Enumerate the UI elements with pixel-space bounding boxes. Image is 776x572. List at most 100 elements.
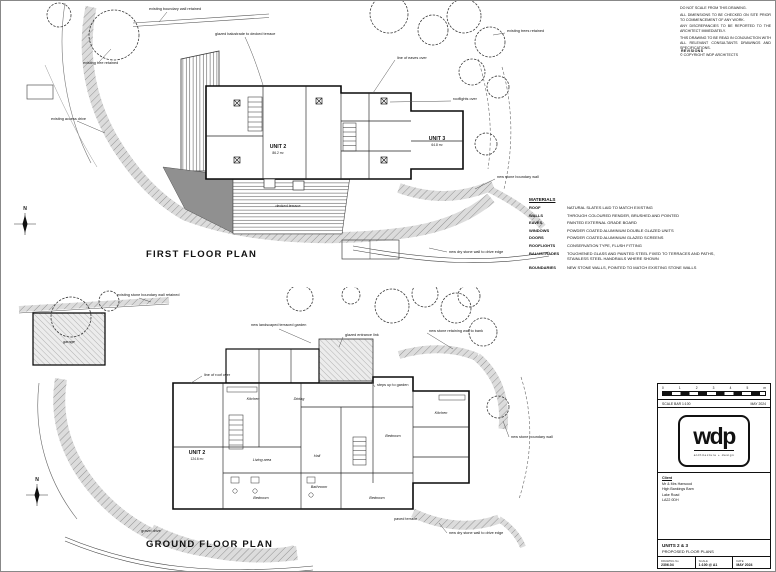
room-label: Bedroom <box>385 434 400 438</box>
material-desc: POWDER COATED ALUMINIUM GLAZED SCREENS <box>567 235 664 241</box>
tree-icon <box>468 317 498 347</box>
ff-boundary-line <box>44 64 98 168</box>
gf-upper-wing-walls <box>258 349 292 383</box>
material-desc: CONSERVATION TYPE, FLUSH FITTING <box>567 242 642 248</box>
material-desc: POWDER COATED ALUMINIUM DOUBLE GLAZED UN… <box>567 227 674 233</box>
wdp-logo: wdp architecture + design <box>678 415 750 468</box>
annotation: new landscaped terraced garden <box>251 323 306 327</box>
gf-courtyard-terrace <box>318 338 374 382</box>
field-label: DATE <box>736 558 744 563</box>
scale-bar-graphic <box>662 390 766 397</box>
first-floor-plan-drawing: UNIT 2 86.2 m² UNIT 3 64.8 m² existing b… <box>14 1 550 263</box>
room-label: Dining <box>294 397 306 401</box>
gf-bottom-boundary <box>64 536 314 571</box>
tree-icon <box>457 287 481 308</box>
client-label: Client <box>662 475 672 480</box>
unit2-label: UNIT 2 <box>189 450 206 456</box>
field-label: SCALE <box>698 558 708 563</box>
gf-building: UNIT 2 124.6 m² Kitchen Dining Living ar… <box>172 348 470 510</box>
gf-stone-wall <box>411 508 501 530</box>
material-label: WALLS <box>529 212 543 218</box>
stair-icon <box>247 96 263 132</box>
gf-top-wall-line <box>18 303 170 314</box>
tree-icon <box>46 2 72 28</box>
field-value: MAY 2024 <box>736 562 753 567</box>
tree-icon <box>411 287 439 308</box>
annotation: existing trees retained <box>507 29 544 33</box>
kitchen-counter-icon <box>226 386 258 393</box>
annotation: new dry stone wall to drive edge <box>449 531 503 535</box>
material-desc: NATURAL SLATES LAID TO MATCH EXISTING <box>567 205 653 210</box>
ff-chimney <box>263 178 276 189</box>
ff-chimney <box>292 180 305 191</box>
rooflight-icon <box>380 156 388 164</box>
ff-building: UNIT 2 86.2 m² UNIT 3 64.8 m² <box>205 85 464 191</box>
gf-garage: garage <box>32 312 106 366</box>
ff-bottom-boundary <box>352 245 550 263</box>
unit3-area: 64.8 m² <box>431 143 443 147</box>
client-block: Client Mr & Mrs Harwood High Bankings Ba… <box>658 472 770 539</box>
annotation: new dry stone wall to drive edge <box>449 250 503 254</box>
unit3-label: UNIT 3 <box>429 136 446 142</box>
tree-icon <box>486 75 510 99</box>
room-label: Living area <box>253 458 272 462</box>
gf-stone-bank <box>473 353 509 430</box>
tree-icon <box>341 287 361 305</box>
annotation: rooflights over <box>453 97 478 101</box>
annotation: existing boundary wall retained <box>149 7 201 11</box>
ff-leader-lines <box>76 11 506 253</box>
field-value: 1:100 @ A1 <box>698 562 718 567</box>
field-scale: SCALE 1:100 @ A1 <box>696 557 734 568</box>
annotation: line of eaves over <box>397 56 427 60</box>
annotation: existing tree retained <box>83 61 118 65</box>
material-desc: THROUGH COLOURED RENDER, BRUSHED AND POI… <box>567 212 680 218</box>
logo-subtitle: architecture + design <box>693 450 735 457</box>
rooflight-icon <box>233 99 241 107</box>
ff-landscape <box>26 2 550 263</box>
scale-unit: m <box>763 386 766 390</box>
annotation: new stone retaining wall to bank <box>429 329 483 333</box>
project-title: UNITS 2 & 3 <box>662 542 689 548</box>
north-arrow-icon: N <box>14 206 36 235</box>
tree-icon <box>88 9 140 61</box>
client-line: Lake Road <box>662 492 680 497</box>
stair-icon <box>228 414 244 450</box>
annotation: existing access drive <box>51 117 86 121</box>
material-label: BALUSTRADES <box>529 250 560 256</box>
gf-upper-wing <box>225 348 320 384</box>
room-label: Bedroom <box>253 496 268 500</box>
north-label: N <box>35 477 39 483</box>
ff-internal-walls <box>206 86 463 179</box>
material-desc: NEW STONE WALLS, POINTED TO MATCH EXISTI… <box>567 264 697 270</box>
rooflight-icon <box>380 97 388 105</box>
annotation: glazed entrance link <box>345 333 379 337</box>
logo-text: wdp <box>693 423 736 450</box>
scale-tick: 3 <box>712 386 715 390</box>
scale-bar-ticks: 0 1 2 3 4 5 m <box>662 386 766 390</box>
tree-icon <box>440 292 472 324</box>
kitchen-counter-icon <box>438 394 466 401</box>
rooflight-icon <box>315 97 323 105</box>
tree-icon <box>369 1 409 34</box>
material-label: WINDOWS <box>529 227 550 233</box>
field-label: DRAWING No <box>661 558 679 563</box>
scale-tick: 4 <box>729 386 732 390</box>
gf-leader-lines <box>138 297 510 534</box>
scale-tick: 5 <box>746 386 749 390</box>
project-block: UNITS 2 & 3 PROPOSED FLOOR PLANS <box>658 539 770 556</box>
gf-internal-walls <box>173 377 469 509</box>
room-label: Kitchen <box>247 397 260 401</box>
ff-stone-wall-right <box>397 180 495 201</box>
material-label: ROOFLIGHTS <box>529 242 556 248</box>
north-arrow-icon: N <box>26 477 48 506</box>
annotation: decked terrace <box>275 204 300 208</box>
field-date: DATE MAY 2024 <box>733 557 770 568</box>
tree-icon <box>50 296 92 338</box>
unit2-area: 124.6 m² <box>190 457 204 461</box>
stair-icon <box>352 436 367 466</box>
gf-contour-dashed <box>518 376 531 500</box>
annotation: gravel drive <box>141 529 161 533</box>
